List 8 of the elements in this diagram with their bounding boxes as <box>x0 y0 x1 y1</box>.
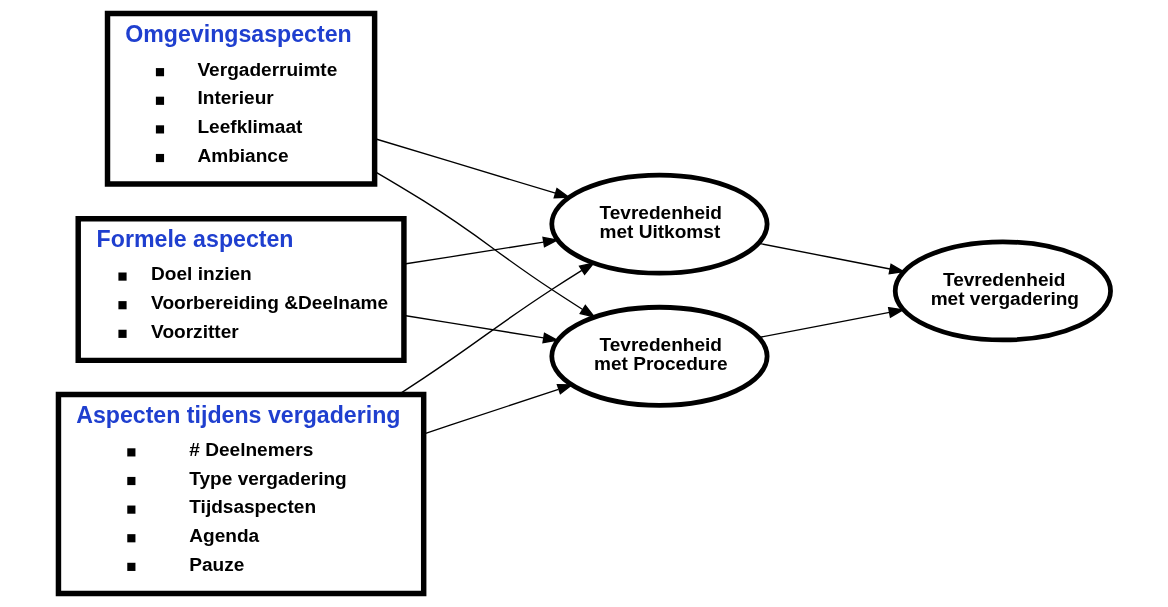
node-box: Aspecten tijdens vergadering # Deelnemers Type vergadering Tijdsaspecten Agenda Pauze <box>55 391 426 597</box>
arrow <box>403 236 559 265</box>
arrow <box>757 306 905 339</box>
node-box: Formele aspecten Doel inzien Voorbereiding &Deelname Voorzitter <box>75 215 407 364</box>
arrow <box>403 314 559 344</box>
node-ellipse: Tevredenheid met vergadering <box>892 239 1113 343</box>
arrow <box>398 261 595 395</box>
node-box: Omgevingsaspecten Vergaderruimte Interieur Leefklimaat Ambiance <box>104 10 377 187</box>
